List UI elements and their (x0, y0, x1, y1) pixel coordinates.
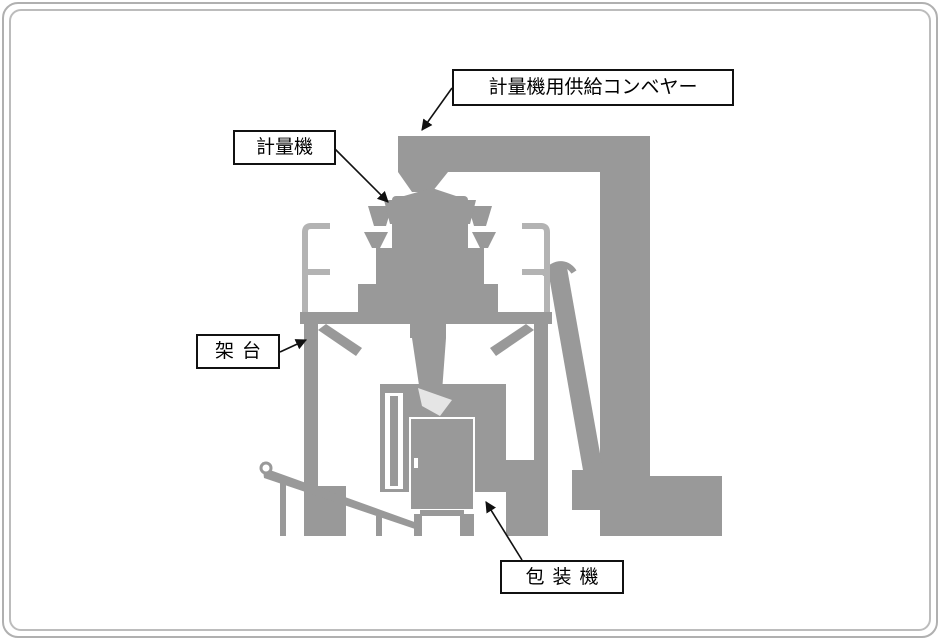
leader-arrows (279, 87, 523, 561)
packaging-machine (380, 384, 534, 536)
frame-label: 架台 (196, 334, 280, 369)
weighing-machine (358, 188, 498, 392)
supply-conveyor (398, 136, 722, 536)
inner-frame (9, 9, 931, 631)
discharge-conveyor (259, 461, 420, 536)
weighing-machine-label: 計量機 (233, 130, 336, 165)
conveyor-label: 計量機用供給コンベヤー (452, 69, 734, 106)
platform-railing (302, 223, 550, 316)
frame-arrow (279, 339, 308, 353)
scale-arrow (331, 145, 389, 203)
support-frame (300, 312, 552, 536)
packer-arrow (485, 501, 523, 561)
packaging-machine-label: 包装機 (500, 560, 624, 594)
conveyor-arrow (421, 87, 453, 131)
